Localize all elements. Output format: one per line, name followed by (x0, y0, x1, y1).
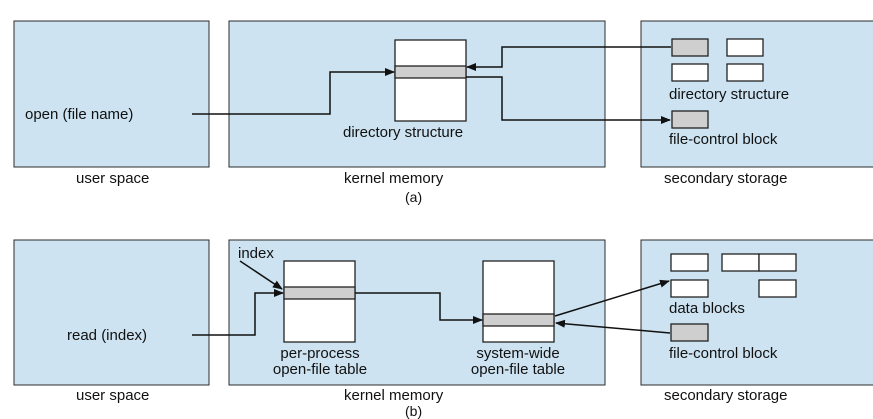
panel-b: index read (index) per-process open-file… (13, 239, 873, 419)
user-space-label-b: user space (76, 387, 149, 404)
data-block (670, 279, 709, 298)
caption-b: (b) (405, 403, 422, 419)
user-space-label-a: user space (76, 170, 149, 187)
per-process-entry-slot (283, 286, 356, 300)
storage-fcb-label-b: file-control block (669, 345, 778, 362)
kernel-memory-label-b: kernel memory (344, 387, 444, 404)
data-block (670, 253, 709, 272)
secondary-storage-label-a: secondary storage (664, 170, 787, 187)
index-pointer-arrow (239, 260, 283, 290)
storage-fcb-block (671, 110, 709, 129)
table-link-arrow (355, 292, 483, 324)
storage-fcb-label: file-control block (669, 131, 778, 148)
data-block (758, 253, 797, 272)
kernel-directory-structure-label: directory structure (343, 124, 463, 141)
system-wide-label-line2: open-file table (471, 361, 565, 378)
storage-directory-block-highlighted (671, 38, 709, 57)
fcb-lookup-arrow (466, 76, 671, 124)
storage-directory-block (671, 63, 709, 82)
system-wide-entry-slot (482, 313, 555, 327)
per-process-label-line2: open-file table (273, 361, 367, 378)
read-call-arrow (192, 289, 284, 336)
per-process-open-file-table (283, 260, 356, 343)
system-wide-open-file-table (482, 260, 555, 343)
directory-entry-slot (394, 65, 467, 79)
panel-a: open (file name) directory structure dir… (13, 20, 873, 205)
open-call-arrow (192, 68, 395, 115)
kernel-directory-structure-box (394, 39, 467, 122)
data-block (758, 279, 797, 298)
fcb-load-arrow (555, 319, 671, 334)
storage-directory-block (726, 38, 764, 57)
storage-directory-block (726, 63, 764, 82)
data-block-access-arrow (554, 279, 670, 317)
system-wide-label-line1: system-wide (476, 345, 559, 362)
secondary-storage-label-b: secondary storage (664, 387, 787, 404)
caption-a: (a) (405, 189, 422, 205)
index-label: index (238, 245, 274, 262)
kernel-memory-label-a: kernel memory (344, 170, 444, 187)
storage-directory-structure-label: directory structure (669, 86, 789, 103)
read-index-label: read (index) (67, 327, 147, 344)
user-space-region-b (13, 239, 210, 386)
user-space-region-a (13, 20, 210, 168)
directory-read-arrow (466, 46, 671, 71)
data-block (721, 253, 760, 272)
per-process-label-line1: per-process (280, 345, 359, 362)
data-blocks-label: data blocks (669, 300, 745, 317)
storage-fcb-block-b (670, 323, 709, 342)
open-file-name-label: open (file name) (25, 106, 133, 123)
